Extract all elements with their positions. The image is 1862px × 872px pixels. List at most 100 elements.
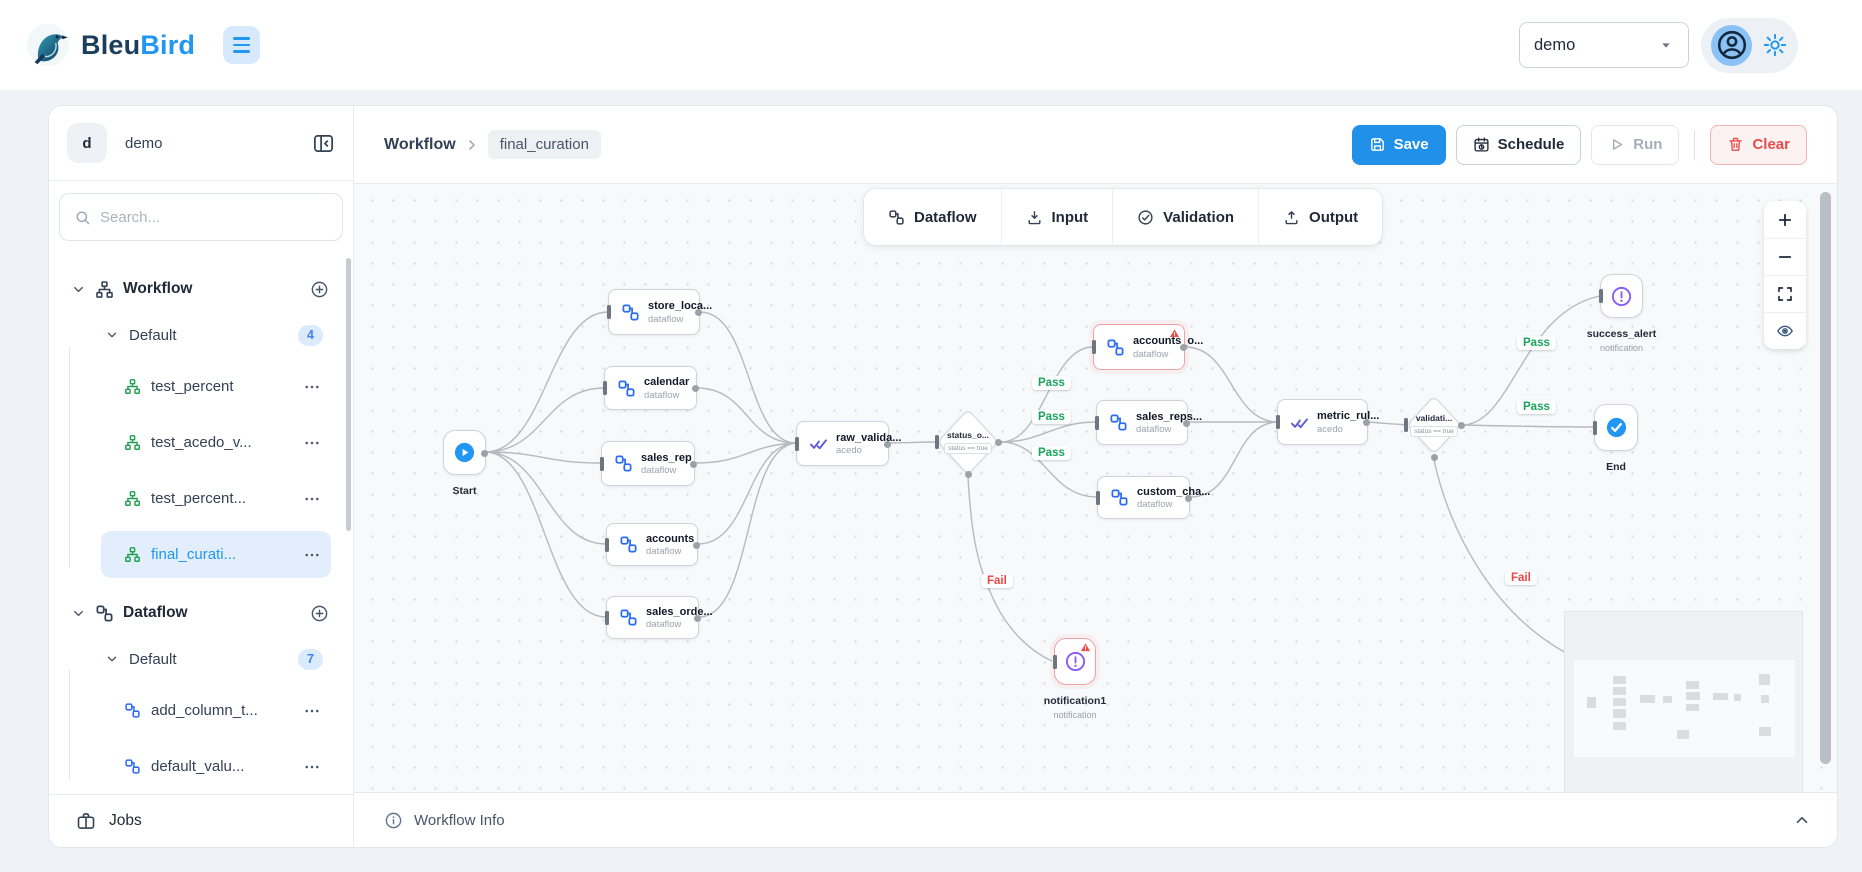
port-out[interactable] bbox=[690, 460, 697, 468]
port-out[interactable] bbox=[1458, 422, 1465, 429]
download-icon bbox=[1026, 209, 1043, 226]
palette-item-output[interactable]: Output bbox=[1258, 189, 1382, 245]
edge-layer bbox=[485, 295, 1601, 662]
port-out[interactable] bbox=[481, 449, 488, 457]
port-out[interactable] bbox=[692, 385, 699, 392]
palette-item-input[interactable]: Input bbox=[1000, 189, 1113, 245]
dataflow-icon bbox=[1109, 413, 1128, 432]
ellipsis-icon[interactable] bbox=[303, 434, 321, 452]
plus-circle-icon[interactable] bbox=[310, 280, 329, 299]
node-validation_check[interactable]: validati...status == true bbox=[1404, 392, 1465, 461]
port-in[interactable] bbox=[603, 381, 607, 395]
port-in[interactable] bbox=[1276, 415, 1280, 429]
search-box[interactable] bbox=[59, 193, 343, 241]
fit-view-button[interactable] bbox=[1764, 275, 1806, 312]
ellipsis-icon[interactable] bbox=[303, 378, 321, 396]
sidebar-item-default-valu[interactable]: default_valu... bbox=[101, 743, 331, 790]
node-text: validati...status == true bbox=[1406, 392, 1462, 458]
sidebar-section-workflow[interactable]: Workflow bbox=[49, 269, 353, 309]
port-out[interactable] bbox=[1183, 419, 1190, 427]
dataflow-icon bbox=[1110, 488, 1129, 507]
chevron-down-icon bbox=[71, 606, 86, 621]
minimap-node bbox=[1613, 709, 1626, 718]
zoom-in-button[interactable] bbox=[1764, 201, 1806, 238]
port-bottom[interactable] bbox=[1431, 454, 1438, 461]
port-in[interactable] bbox=[1404, 418, 1408, 432]
chevron-up-icon[interactable] bbox=[1793, 811, 1811, 829]
port-in[interactable] bbox=[1593, 420, 1597, 435]
node-end[interactable] bbox=[1593, 404, 1638, 451]
node-metric_rules[interactable]: metric_rul...acedo bbox=[1276, 399, 1379, 445]
ellipsis-icon[interactable] bbox=[303, 758, 321, 776]
sidebar-item-add-column-t[interactable]: add_column_t... bbox=[101, 687, 331, 734]
ellipsis-icon[interactable] bbox=[303, 702, 321, 720]
sidebar-group-default[interactable]: Default 4 bbox=[49, 316, 353, 354]
ellipsis-icon[interactable] bbox=[303, 546, 321, 564]
port-in[interactable] bbox=[605, 610, 609, 625]
ellipsis-icon[interactable] bbox=[303, 490, 321, 508]
breadcrumb-root[interactable]: Workflow bbox=[384, 135, 456, 153]
palette-item-dataflow[interactable]: Dataflow bbox=[864, 189, 1001, 245]
sidebar-section-dataflow[interactable]: Dataflow bbox=[49, 593, 353, 633]
sidebar-item-test-acedo-v[interactable]: test_acedo_v... bbox=[101, 419, 331, 466]
port-bottom[interactable] bbox=[965, 471, 972, 478]
user-avatar[interactable] bbox=[1711, 24, 1752, 66]
port-out[interactable] bbox=[995, 439, 1002, 446]
sidebar-item-final-curati[interactable]: final_curati... bbox=[101, 531, 331, 578]
settings-gear-icon[interactable] bbox=[1762, 32, 1788, 58]
sidebar-item-test-percent[interactable]: test_percent bbox=[101, 363, 331, 410]
port-out[interactable] bbox=[1185, 494, 1192, 502]
port-out[interactable] bbox=[1180, 344, 1187, 351]
run-button[interactable]: Run bbox=[1591, 124, 1680, 165]
port-in[interactable] bbox=[935, 435, 939, 449]
schedule-button[interactable]: Schedule bbox=[1455, 124, 1582, 165]
sidebar-scrollbar[interactable] bbox=[346, 258, 351, 531]
plus-circle-icon[interactable] bbox=[310, 604, 329, 623]
sidebar-item-test-percent[interactable]: test_percent... bbox=[101, 475, 331, 522]
port-in[interactable] bbox=[600, 456, 604, 471]
node-status_check[interactable]: status_o...status == true bbox=[935, 408, 1002, 478]
port-in[interactable] bbox=[1095, 415, 1099, 430]
canvas-scrollbar[interactable] bbox=[1820, 192, 1831, 764]
sidebar-group-default[interactable]: Default 7 bbox=[49, 640, 353, 678]
node-store_locations[interactable]: store_loca...dataflow bbox=[607, 289, 712, 335]
port-in[interactable] bbox=[605, 537, 609, 552]
node-raw_validation[interactable]: raw_valida...acedo bbox=[795, 421, 901, 466]
node-sales_orders[interactable]: sales_orde...dataflow bbox=[605, 596, 713, 639]
save-button[interactable]: Save bbox=[1351, 124, 1446, 165]
node-custom_channel[interactable]: custom_cha...dataflow bbox=[1096, 476, 1210, 519]
node-start[interactable] bbox=[443, 430, 488, 475]
sidebar-collapse-icon[interactable] bbox=[312, 132, 335, 155]
person-icon bbox=[1716, 29, 1748, 61]
port-out[interactable] bbox=[695, 309, 702, 316]
workflow-info-bar[interactable]: Workflow Info bbox=[354, 792, 1837, 847]
node-notification1[interactable] bbox=[1053, 638, 1096, 685]
port-out[interactable] bbox=[1363, 419, 1370, 426]
minimap[interactable] bbox=[1564, 611, 1803, 792]
palette-item-validation[interactable]: Validation bbox=[1112, 189, 1258, 245]
search-input[interactable] bbox=[100, 208, 328, 226]
node-success_alert[interactable] bbox=[1599, 274, 1643, 318]
node-sales_reps_out[interactable]: sales_reps...dataflow bbox=[1095, 400, 1202, 445]
port-in[interactable] bbox=[607, 305, 611, 319]
port-out[interactable] bbox=[884, 440, 891, 448]
port-out[interactable] bbox=[693, 541, 700, 549]
clear-button[interactable]: Clear bbox=[1710, 124, 1807, 165]
zoom-out-button[interactable] bbox=[1764, 238, 1806, 275]
port-in[interactable] bbox=[1599, 289, 1603, 303]
node-accounts_out[interactable]: accounts_o...dataflow bbox=[1092, 324, 1203, 370]
workspace-select[interactable]: demo bbox=[1519, 22, 1689, 68]
port-out[interactable] bbox=[694, 614, 701, 622]
port-in[interactable] bbox=[1053, 654, 1057, 669]
port-in[interactable] bbox=[1092, 340, 1096, 354]
calendar-clock-icon bbox=[1473, 136, 1490, 153]
port-in[interactable] bbox=[1096, 490, 1100, 505]
port-in[interactable] bbox=[795, 436, 799, 451]
sidebar-item-jobs[interactable]: Jobs bbox=[49, 794, 353, 847]
preview-button[interactable] bbox=[1764, 312, 1806, 349]
hamburger-menu-button[interactable] bbox=[223, 26, 261, 64]
